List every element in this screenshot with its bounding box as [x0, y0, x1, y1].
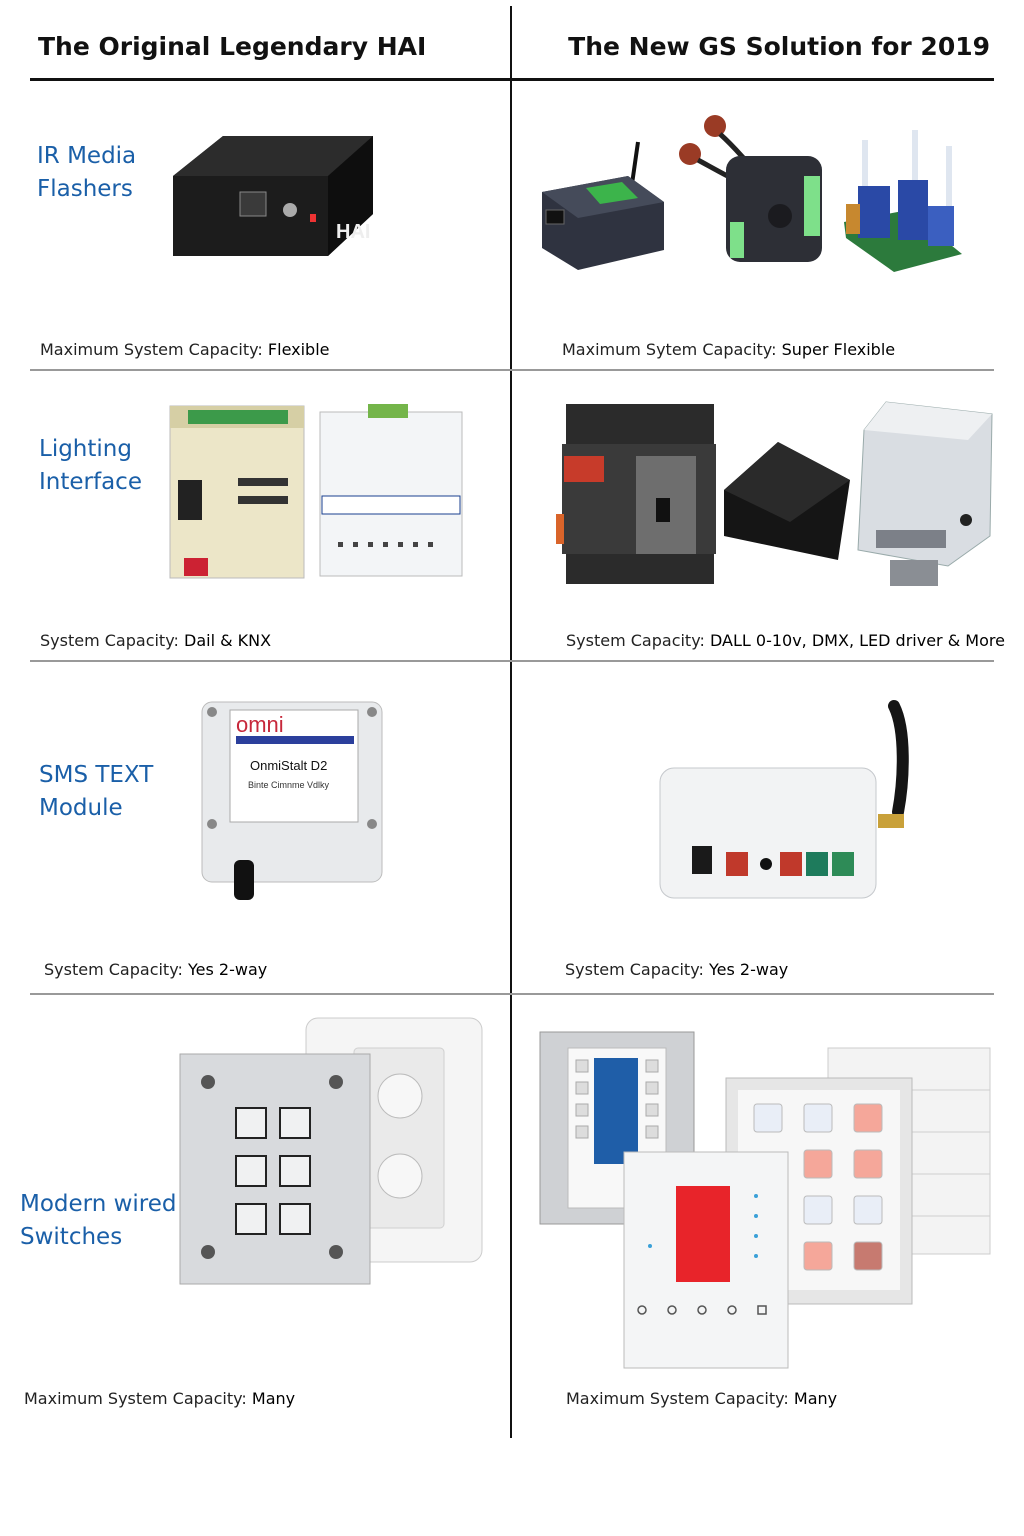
omni-sms-module-image: omni OnmiStalt D2 Binte Cimnme Vdlky — [201, 701, 383, 900]
row4-left-caption: Maximum System Capacity: Many — [24, 1389, 296, 1408]
category-modern-wired-switches: Modern wired Switches — [20, 1191, 177, 1250]
right-column-title: The New GS Solution for 2019 — [568, 32, 990, 61]
category-lighting-interface: Lighting Interface — [39, 436, 142, 495]
gs-ir-controller-image — [542, 141, 664, 270]
gs-ir-board-image — [844, 130, 962, 272]
column-divider — [510, 6, 512, 1438]
omni-sub-text: Binte Cimnme Vdlky — [248, 780, 330, 790]
hai-knx-module-image — [319, 404, 463, 577]
row3-right-caption: System Capacity: Yes 2-way — [565, 960, 789, 979]
hai-ir-box-image: HAI — [173, 136, 373, 256]
row2-left-caption: System Capacity: Dail & KNX — [40, 631, 272, 650]
gs-sms-module-image — [659, 700, 909, 899]
hai-keypad-image — [179, 1053, 371, 1285]
header-divider — [30, 78, 994, 81]
hai-logo-text: HAI — [336, 221, 370, 243]
row-divider-3 — [30, 993, 994, 995]
gs-glass-panel-image — [623, 1151, 789, 1369]
row2-right-caption: System Capacity: DALL 0-10v, DMX, LED dr… — [566, 631, 1005, 650]
row4-right-caption: Maximum System Capacity: Many — [566, 1389, 838, 1408]
hai-dali-module-image — [169, 405, 305, 579]
row-divider-2 — [30, 660, 994, 662]
row1-left-caption: Maximum System Capacity: Flexible — [40, 340, 330, 359]
omni-brand-text: omni — [236, 712, 284, 737]
category-ir-media-flashers: IR Media Flashers — [37, 143, 137, 202]
gs-lighting-dongle-image — [724, 442, 850, 560]
row1-right-caption: Maximum Sytem Capacity: Super Flexible — [562, 340, 896, 359]
left-column-title: The Original Legendary HAI — [38, 32, 427, 61]
gs-lighting-din-image — [556, 404, 716, 584]
gs-ir-emitter-image — [679, 115, 822, 262]
gs-lighting-driver-image — [857, 401, 993, 586]
row3-left-caption: System Capacity: Yes 2-way — [44, 960, 268, 979]
row-divider-1 — [30, 369, 994, 371]
omni-model-text: OnmiStalt D2 — [250, 758, 327, 773]
category-sms-text-module: SMS TEXT Module — [39, 762, 154, 821]
